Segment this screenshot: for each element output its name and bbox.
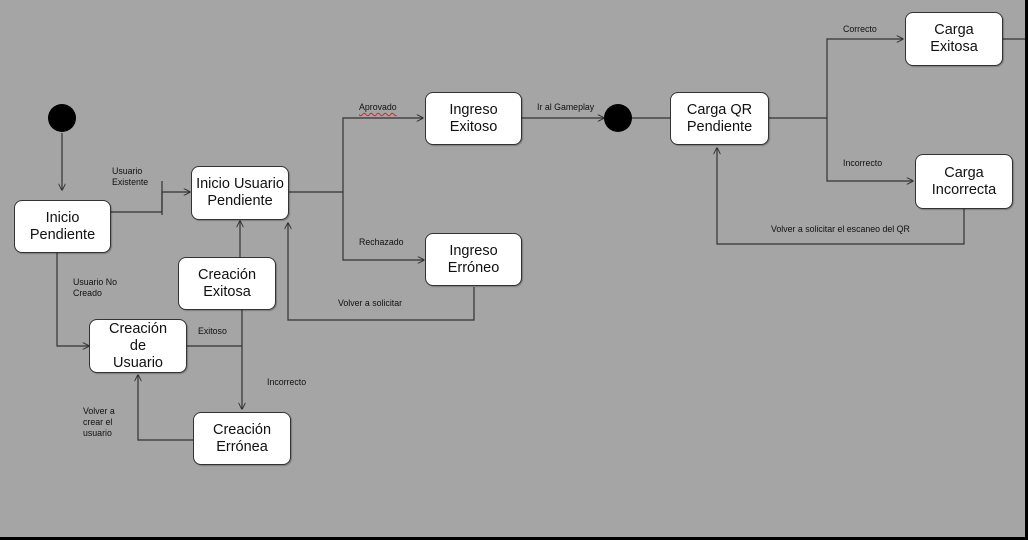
edge-rechazado <box>342 192 424 260</box>
state-ingreso-exitoso[interactable]: Ingreso Exitoso <box>425 92 522 145</box>
initial-state-dot <box>48 104 76 132</box>
label-incorrecto-carga: Incorrecto <box>843 158 883 168</box>
edge-aprovado <box>342 118 423 192</box>
label-incorrecto-creacion: Incorrecto <box>267 377 307 387</box>
state-carga-qr-pendiente[interactable]: Carga QR Pendiente <box>670 92 769 145</box>
state-creacion-exitosa-label: Creación Exitosa <box>197 266 257 300</box>
edge-correcto <box>826 39 903 118</box>
label-ir-al-gameplay: Ir al Gameplay <box>537 102 595 112</box>
label-volver-a-crear: Volver a crear el usuario <box>83 406 115 438</box>
edge-volver-escaneo-qr <box>717 148 965 245</box>
edge-usuario-existente <box>111 192 190 213</box>
state-carga-exitosa[interactable]: Carga Exitosa <box>905 12 1003 66</box>
gameplay-junction-dot <box>604 104 632 132</box>
state-ingreso-erroneo[interactable]: Ingreso Erróneo <box>425 233 522 286</box>
state-creacion-de-usuario-label: Creación de Usuario <box>108 320 168 371</box>
label-correcto: Correcto <box>843 24 877 34</box>
edge-usuario-no-creado <box>56 253 89 346</box>
state-inicio-usuario-pendiente[interactable]: Inicio Usuario Pendiente <box>191 166 289 220</box>
label-volver-a-solicitar: Volver a solicitar <box>338 298 403 308</box>
label-volver-escaneo-qr: Volver a solicitar el escaneo del QR <box>771 224 910 234</box>
state-creacion-de-usuario[interactable]: Creación de Usuario <box>89 319 187 373</box>
state-inicio-pendiente-label: Inicio Pendiente <box>29 209 96 243</box>
state-creacion-exitosa[interactable]: Creación Exitosa <box>178 257 276 310</box>
state-carga-exitosa-label: Carga Exitosa <box>930 22 978 55</box>
state-creacion-erronea-label: Creación Errónea <box>212 421 272 455</box>
state-carga-qr-pendiente-label: Carga QR Pendiente <box>686 101 753 135</box>
state-ingreso-erroneo-label: Ingreso Erróneo <box>447 242 500 276</box>
state-carga-incorrecta-label: Carga Incorrecta <box>931 164 997 198</box>
label-aprovado: Aprovado <box>359 102 397 112</box>
state-carga-incorrecta[interactable]: Carga Incorrecta <box>915 154 1013 209</box>
state-ingreso-exitoso-label: Ingreso Exitoso <box>449 101 498 135</box>
state-inicio-usuario-pendiente-label: Inicio Usuario Pendiente <box>196 176 284 209</box>
state-creacion-erronea[interactable]: Creación Errónea <box>193 412 291 465</box>
edge-incorrecto-carga <box>826 118 913 181</box>
label-usuario-existente: Usuario Existente <box>112 166 149 187</box>
label-rechazado: Rechazado <box>359 237 404 247</box>
label-usuario-no-creado: Usuario No Creado <box>73 277 118 298</box>
edge-volver-a-crear <box>138 375 193 441</box>
edge-volver-a-solicitar <box>288 223 475 321</box>
state-inicio-pendiente[interactable]: Inicio Pendiente <box>14 200 111 253</box>
label-exitoso: Exitoso <box>198 326 227 336</box>
